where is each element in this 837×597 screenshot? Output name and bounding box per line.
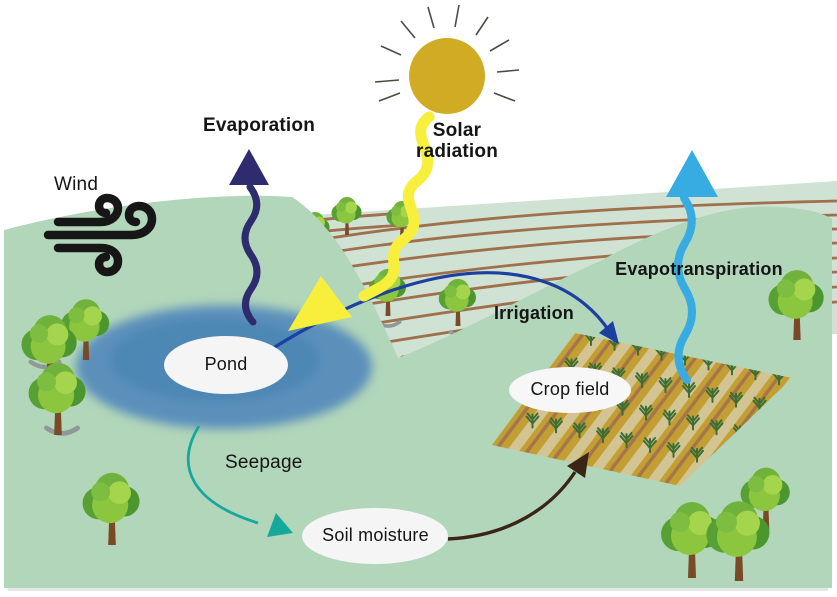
soil-to-crop-arrow xyxy=(447,452,589,541)
foreground-hills xyxy=(4,195,832,588)
soil-moisture-bubble xyxy=(302,508,448,564)
crop-field-label: Crop field xyxy=(530,379,610,399)
pond-bubble xyxy=(164,336,288,394)
seepage-label: Seepage xyxy=(225,452,303,473)
crop-field-bubble xyxy=(509,367,631,413)
evaporation-label: Evaporation xyxy=(203,115,315,136)
wind-icon xyxy=(43,193,157,277)
sun-icon xyxy=(374,4,520,114)
soil-moisture-label: Soil moisture xyxy=(322,525,429,545)
solar-radiation-arrow xyxy=(288,111,435,331)
irrigation-label: Irrigation xyxy=(493,303,574,323)
wind-label: Wind xyxy=(54,174,99,195)
solar-radiation-label: Solar radiation xyxy=(415,120,499,162)
evapotranspiration-label: Evapotranspiration xyxy=(615,259,783,279)
evapotranspiration-arrow xyxy=(666,150,718,384)
evaporation-arrow xyxy=(229,149,269,326)
seepage-arrow xyxy=(186,425,293,537)
pond-label: Pond xyxy=(204,354,248,374)
ground-shadow-line xyxy=(8,588,828,591)
